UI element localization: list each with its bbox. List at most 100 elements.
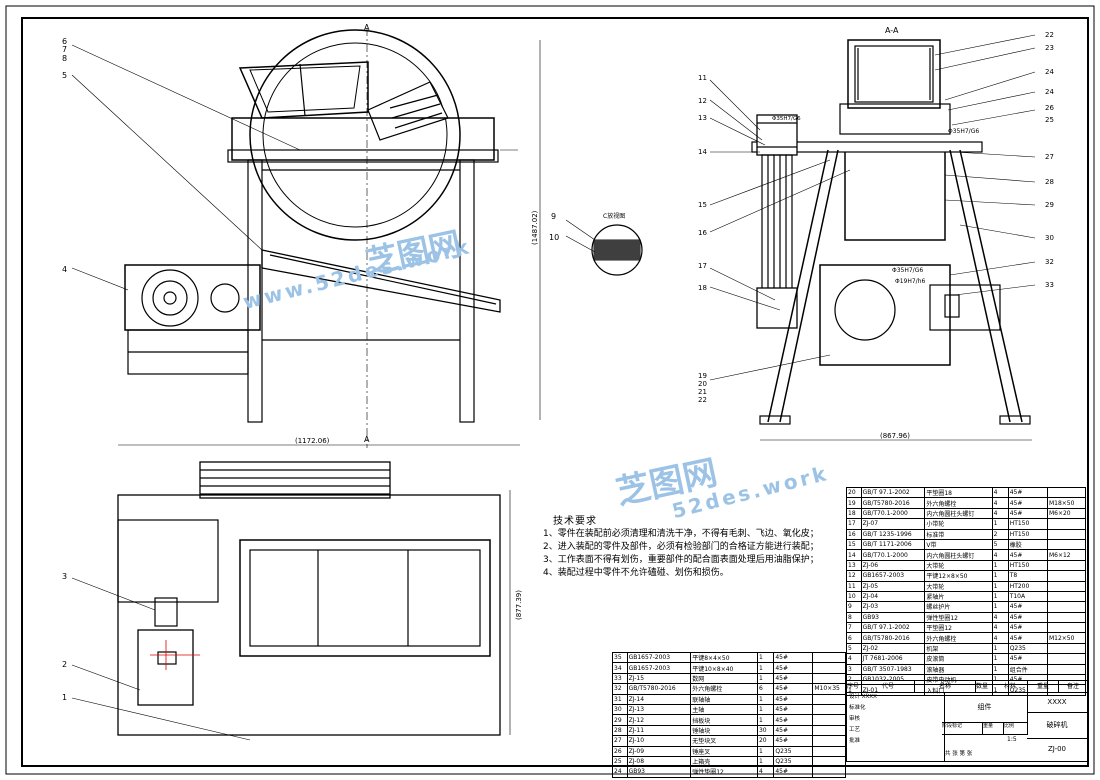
bom-cell: ZJ-09: [626, 745, 692, 757]
dim-side-width: (867.96): [880, 432, 910, 440]
bom-cell: 45#: [773, 693, 814, 705]
bom-cell: 29: [612, 714, 628, 726]
note-item: 4、装配过程中零件不允许磕碰、划伤和损伤。: [543, 568, 729, 578]
bom-cell: 标准带: [924, 528, 993, 540]
bom-cell: 平键12×8×50: [924, 570, 993, 582]
bom-cell: ZJ-10: [626, 735, 692, 747]
bom-cell: [812, 672, 846, 685]
balloon-4: 4: [62, 265, 67, 274]
bom-cell: 1: [756, 693, 775, 705]
bom-cell: 7: [846, 622, 862, 634]
bom-cell: [812, 766, 846, 778]
bom-cell: [812, 755, 846, 768]
bom-cell: 5: [991, 538, 1009, 551]
fit-annotation-1: Φ35H7/G6: [772, 116, 801, 122]
bom-cell: 1: [756, 703, 775, 716]
balloon-3: 3: [62, 572, 67, 581]
bom-cell: ZJ-14: [626, 693, 692, 705]
balloon-r-23: 23: [1045, 44, 1054, 52]
bom-cell: 45#: [1007, 632, 1048, 644]
side-view: [709, 34, 1036, 441]
bom-cell: T10A: [1007, 590, 1048, 603]
bom-cell: 45#: [1007, 507, 1048, 520]
bom-cell: 25: [612, 755, 628, 768]
bom-cell: 平键8×4×50: [690, 651, 758, 664]
bom-header-qty: 数量: [976, 681, 993, 692]
bom-cell: 45#: [773, 724, 814, 737]
note-item: 1、零件在装配前必须清理和清洗干净，不得有毛刺、飞边、氧化皮；: [543, 529, 819, 539]
balloon-s-11: 11: [698, 74, 707, 82]
bom-cell: T8: [1007, 570, 1048, 582]
bom-cell: 1: [991, 642, 1009, 655]
bom-header-no: 序号: [847, 681, 862, 692]
tb-check: 审核: [849, 716, 861, 722]
bom-cell: 4: [991, 507, 1009, 520]
tb-part-name: 组件: [942, 692, 1028, 723]
bom-cell: ZJ-04: [860, 590, 926, 603]
bom-cell: 4: [991, 497, 1009, 509]
bom-cell: HT150: [1007, 528, 1048, 540]
bom-cell: Q235: [1007, 642, 1048, 655]
section-mark-bottom: A: [364, 435, 370, 444]
bom-cell: ZJ-11: [626, 724, 692, 737]
bom-cell: 入料口: [924, 684, 993, 696]
bom-cell: 4: [991, 486, 1009, 499]
balloon-r-26: 26: [1045, 104, 1054, 112]
bom-cell: 1: [991, 601, 1009, 613]
bom-cell: 24: [612, 766, 628, 778]
bom-cell: 数网: [690, 672, 758, 685]
bom-cell: 1: [756, 672, 775, 685]
balloon-r-29: 29: [1045, 201, 1054, 209]
bom-cell: 1: [991, 653, 1009, 665]
bom-cell: 45#: [1007, 549, 1048, 561]
bom-cell: 无垫块叉: [690, 735, 758, 747]
bom-header-name: 名称: [915, 681, 976, 692]
bom-cell: 螺丝护片: [924, 601, 993, 613]
bom-cell: ZJ-06: [860, 559, 926, 572]
bom-cell: 机架: [924, 642, 993, 655]
bom-cell: [1046, 538, 1087, 551]
bom-cell: ZJ-03: [860, 601, 926, 613]
detail-view-title: C放视图: [603, 212, 625, 220]
bom-cell: [1046, 559, 1087, 572]
bom-cell: 6: [756, 683, 775, 695]
bom-cell: [1046, 518, 1087, 530]
bom-cell: 1: [756, 662, 775, 674]
bom-cell: HT200: [1007, 580, 1048, 592]
notes-title: 技术要求: [553, 516, 597, 527]
bom-cell: [812, 714, 846, 726]
bom-cell: 4: [846, 653, 862, 665]
bom-cell: 1: [756, 745, 775, 757]
bom-cell: 32: [612, 683, 628, 695]
balloon-s-19: 19: [698, 372, 707, 380]
balloon-r-25: 25: [1045, 116, 1054, 124]
bom-cell: 5: [846, 642, 862, 655]
bom-cell: GB/T5780-2016: [860, 632, 926, 644]
balloon-r-24a: 24: [1045, 68, 1054, 76]
bom-cell: 组合件: [1007, 663, 1048, 676]
bom-cell: 外六角螺栓: [924, 632, 993, 644]
tb-drawing-name: 破碎机: [1027, 712, 1087, 739]
dim-front-width: (1172.06): [295, 437, 330, 445]
balloon-s-14: 14: [698, 148, 707, 156]
bom-cell: ZJ-08: [626, 755, 692, 768]
bom-cell: [1046, 653, 1087, 665]
bom-cell: 45#: [773, 735, 814, 747]
bom-cell: 45#: [773, 766, 814, 778]
bom-cell: [1046, 601, 1087, 613]
bom-cell: 橡胶: [1007, 538, 1048, 551]
bom-cell: 4: [991, 622, 1009, 634]
bom-header-remark: 备注: [1066, 683, 1079, 690]
bom-cell: 内六角圆柱头螺钉: [924, 549, 993, 561]
balloon-s-16: 16: [698, 229, 707, 237]
